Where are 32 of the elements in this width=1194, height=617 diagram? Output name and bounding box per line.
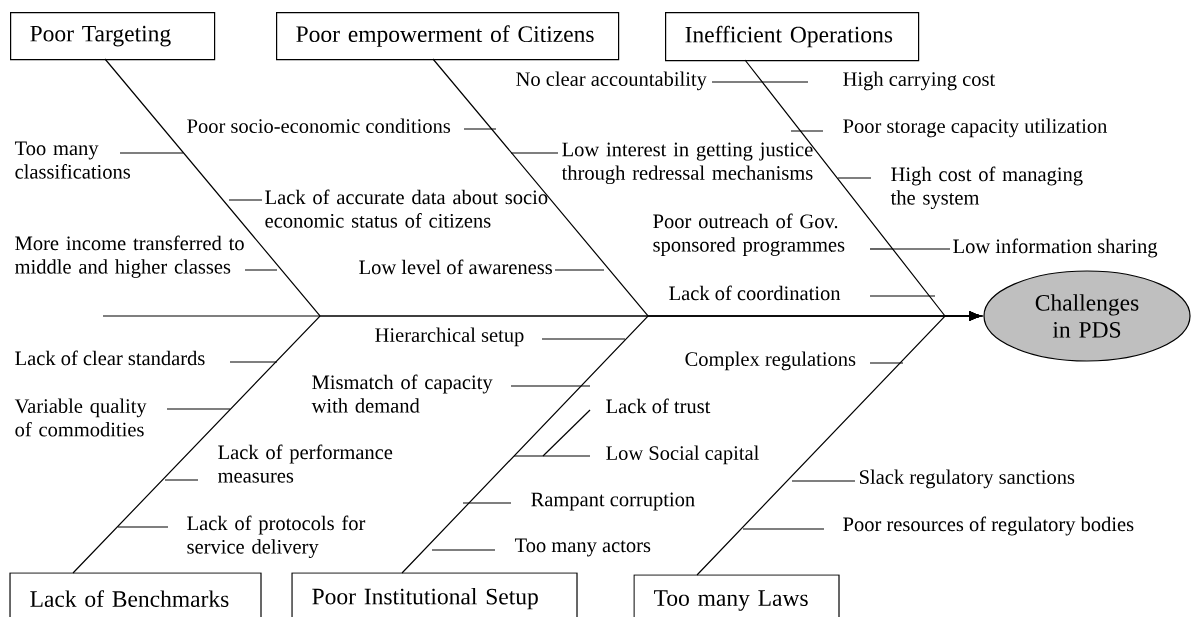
cause-label: Complex regulations (685, 351, 856, 371)
category-box: Too many Laws (633, 574, 840, 617)
cause-label: Poor outreach of Gov. sponsored programmes (653, 213, 845, 256)
cause-label: No clear accountability (516, 71, 707, 91)
cause-label: Mismatch of capacity with demand (311, 374, 493, 413)
fishbone-arrow (696, 311, 982, 576)
cause-label: Lack of clear standards (15, 350, 205, 366)
category-box: Poor Institutional Setup (291, 572, 578, 617)
cause-label: Rampant corruption (531, 492, 695, 511)
cause-label: Low Social capital (606, 445, 759, 465)
cause-label: Too many classifications (15, 141, 130, 179)
cause-label: More income transferred to middle and higher classes (15, 235, 244, 278)
cause-label: Low level of awareness (359, 259, 552, 275)
cause-label: Too many actors (515, 538, 651, 557)
cause-label: Variable quality of commodities (14, 398, 147, 437)
cause-label: Lack of protocols for service delivery (187, 515, 366, 558)
cause-label: Poor socio-economic conditions (187, 118, 451, 133)
cause-label: Hierarchical setup (375, 327, 524, 347)
category-box: Poor Targeting (10, 12, 216, 61)
cause-label: Poor storage capacity utilization (843, 118, 1108, 138)
cause-label: High cost of managing the system (890, 166, 1083, 209)
category-box: Poor empowerment of Citizens (276, 12, 620, 61)
cause-label: Low interest in getting justice through redressal mechanisms (561, 142, 813, 185)
cause-label: Lack of performance measures (218, 444, 393, 483)
category-box: Lack of Benchmarks (9, 572, 262, 617)
cause-label: Poor resources of regulatory bodies (843, 516, 1134, 536)
cause-label: Lack of trust (606, 398, 711, 414)
cause-label: High carrying cost (843, 71, 996, 91)
cause-label: Lack of accurate data about socio economic status of citizens (265, 189, 548, 228)
cause-label: Lack of coordination (669, 285, 841, 301)
category-box: Inefficient Operations (665, 12, 920, 62)
cause-label: Slack regulatory sanctions (859, 469, 1075, 489)
